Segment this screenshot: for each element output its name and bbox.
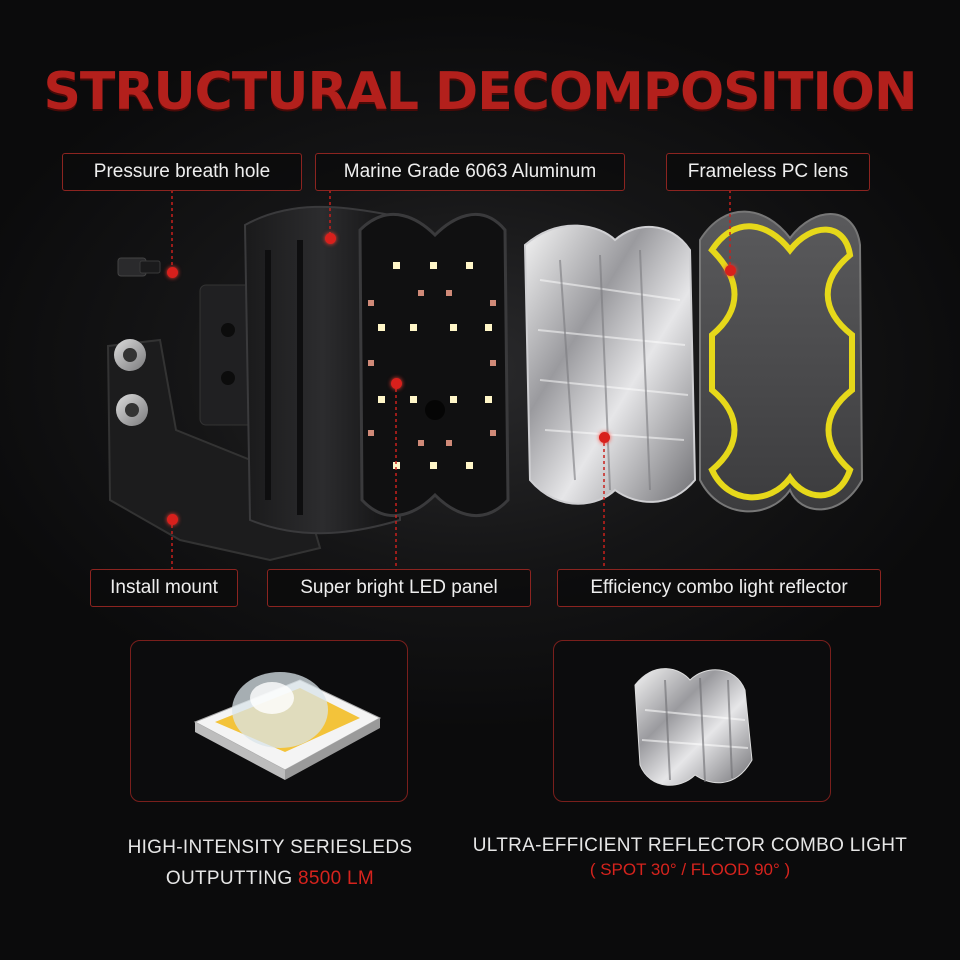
leader-lines <box>171 190 731 570</box>
marker-dot <box>599 432 610 443</box>
marker-dot <box>725 265 736 276</box>
feature-caption-led: HIGH-INTENSITY SERIESLEDS OUTPUTTING 850… <box>100 832 440 894</box>
led-chip-icon <box>193 672 382 780</box>
output-prefix: OUTPUTTING <box>165 868 293 889</box>
feature-caption-reflector-angles: ( SPOT 30° / FLOOD 90° ) <box>589 860 791 879</box>
pc-lens <box>699 210 864 513</box>
chrome-reflector <box>523 224 697 505</box>
marker-dot <box>167 514 178 525</box>
led-panel <box>358 212 510 518</box>
label-reflector: Efficiency combo light reflector <box>557 569 881 607</box>
reflector-icon <box>634 668 753 786</box>
marker-dot <box>167 267 178 278</box>
label-pressure-breath-hole: Pressure breath hole <box>62 153 302 191</box>
feature-caption-led-line1: HIGH-INTENSITY SERIESLEDS <box>127 837 413 858</box>
marker-dot <box>391 378 402 389</box>
label-led-panel: Super bright LED panel <box>267 569 531 607</box>
feature-caption-reflector-line1: ULTRA-EFFICIENT REFLECTOR COMBO LIGHT <box>472 835 908 856</box>
marker-dot <box>325 233 336 244</box>
label-install-mount: Install mount <box>90 569 238 607</box>
label-pc-lens: Frameless PC lens <box>666 153 870 191</box>
breath-valve <box>117 257 161 277</box>
output-value: 8500 LM <box>298 868 375 889</box>
feature-caption-led-line2: OUTPUTTING 8500 LM <box>100 863 440 894</box>
label-aluminum: Marine Grade 6063 Aluminum <box>315 153 625 191</box>
feature-caption-reflector: ULTRA-EFFICIENT REFLECTOR COMBO LIGHT <box>460 832 920 860</box>
page-title: STRUCTURAL DECOMPOSITION <box>43 62 917 122</box>
